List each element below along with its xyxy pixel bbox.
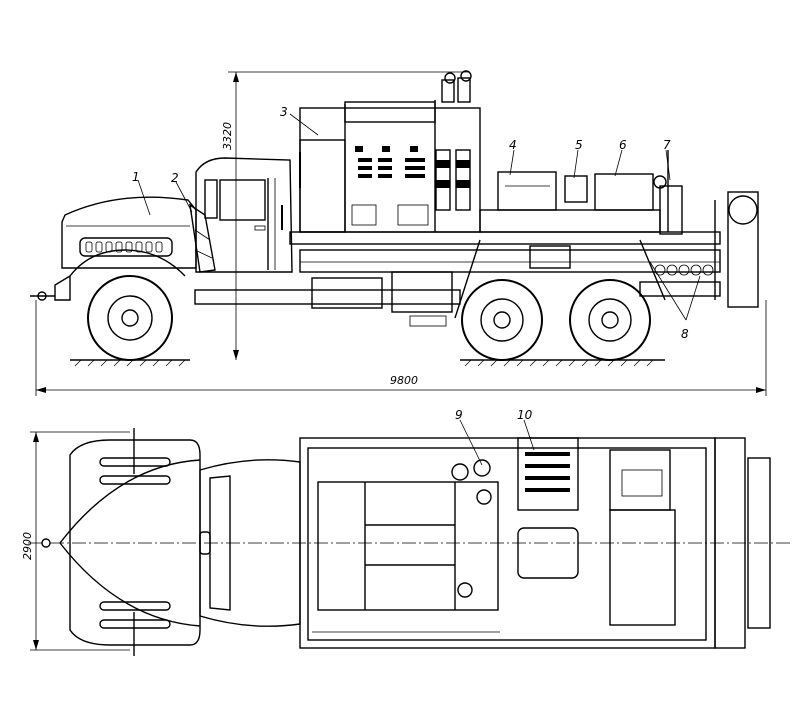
front-wheel [87, 275, 173, 361]
callout-7: 7 [663, 138, 671, 152]
rear-wheel-1 [461, 279, 543, 361]
equipment-box [299, 100, 481, 233]
exhaust-stacks [435, 70, 472, 211]
under-frame-lockers [311, 245, 714, 327]
ground-line [70, 359, 665, 367]
rear-wheel-2 [569, 279, 651, 361]
rear-drum [714, 191, 759, 308]
cab [189, 157, 293, 273]
side-callout-leaders [137, 113, 701, 321]
callout-6: 6 [619, 138, 627, 152]
callout-4: 4 [509, 138, 517, 152]
hood-top [41, 428, 201, 656]
length-dimension [35, 300, 767, 396]
callout-9: 9 [455, 408, 463, 422]
chassis-frame [194, 231, 721, 319]
top-view [28, 419, 790, 656]
engine-hood [30, 196, 197, 301]
height-dimension-label: 3320 [221, 122, 234, 150]
width-dimension-label: 2900 [21, 532, 34, 560]
platform-equipment [479, 150, 683, 235]
callout-3: 3 [280, 105, 288, 119]
length-dimension-label: 9800 [390, 374, 418, 387]
callout-8: 8 [681, 327, 689, 341]
callout-10: 10 [517, 408, 533, 422]
top-callout-leaders [459, 419, 535, 466]
callout-1: 1 [132, 170, 140, 184]
body-top [299, 437, 771, 649]
side-view [30, 70, 767, 396]
height-dimension [228, 71, 470, 360]
callout-2: 2 [171, 171, 179, 185]
callout-5: 5 [575, 138, 583, 152]
width-dimension [30, 431, 130, 651]
